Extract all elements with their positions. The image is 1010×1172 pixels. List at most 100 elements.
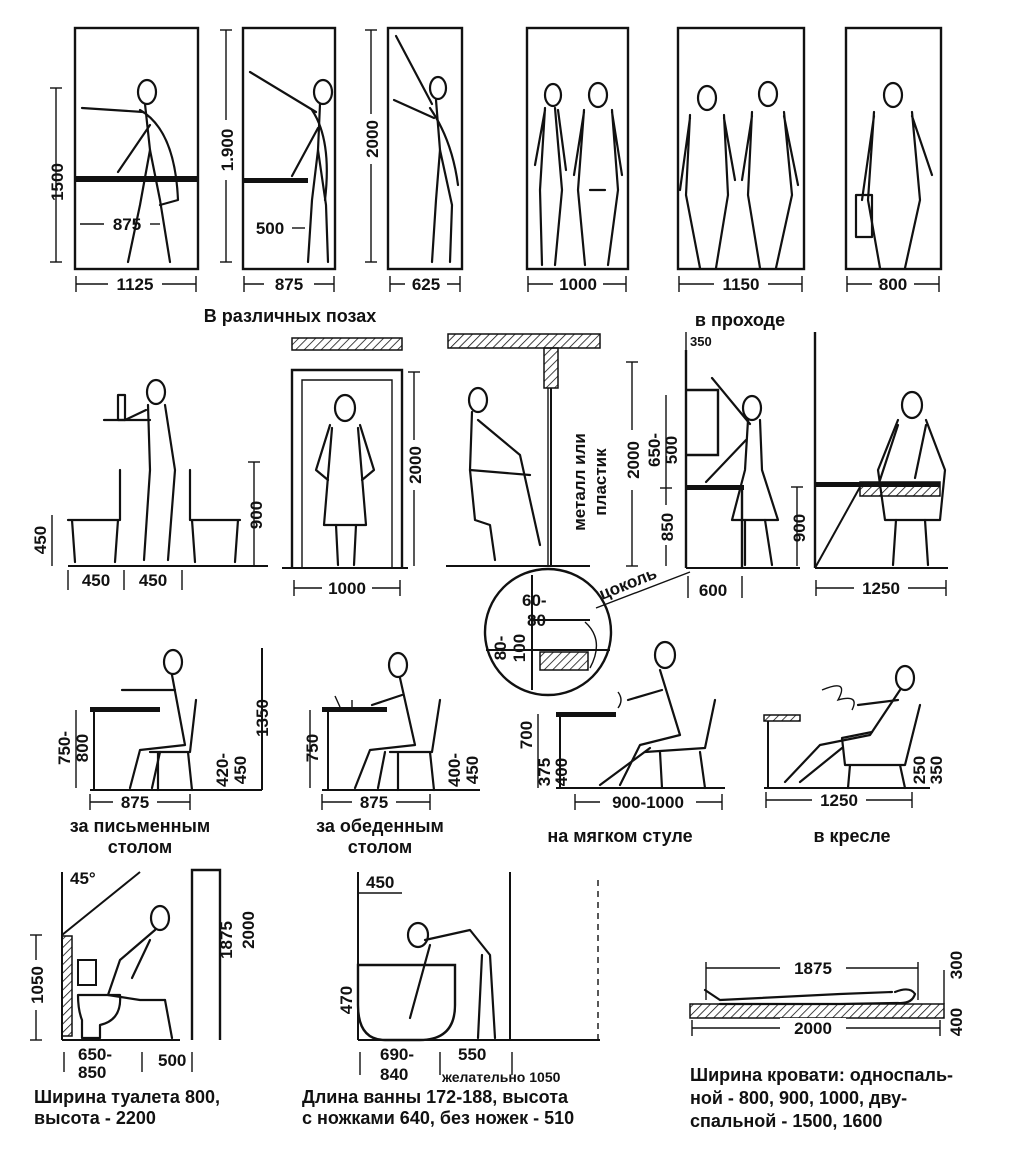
caption-poses: В различных позах: [204, 306, 377, 326]
dim-toilet-room-height: 2000: [239, 911, 258, 949]
panel-serving: 900 450 450 450: [31, 378, 268, 590]
dim-reach-front-height: 1500: [48, 163, 67, 201]
panel-passage-bag: 800: [844, 26, 943, 294]
dim-soft-chair-width: 900-1000: [612, 793, 684, 812]
figure-pair-standing: [533, 81, 624, 267]
plinth-top-line1: 60-: [522, 591, 547, 610]
dim-bath-top: 450: [366, 873, 394, 892]
bed-mattress: [689, 1003, 945, 1019]
dim-toilet-front: 500: [158, 1051, 186, 1070]
dim-bed-height: 400: [947, 1008, 966, 1036]
panel-dining: 750 400- 450 875 за обеденным столом: [303, 651, 482, 857]
figure-on-soft-chair: [598, 640, 682, 787]
panel-armchair: 250 350 1250 в кресле: [763, 664, 946, 846]
panel-doorway: 2000 1000: [282, 337, 425, 598]
dim-reach-high-depth: 500: [256, 219, 284, 238]
plinth-detail: 60- 80 80- 100 цоколь: [483, 563, 691, 697]
toilet-bowl: [76, 993, 122, 1040]
dim-reach-up-height: 2000: [363, 120, 382, 158]
dim-reach-front-width: 1125: [117, 275, 154, 294]
caption-armchair: в кресле: [813, 826, 890, 846]
note-bath-line2: с ножками 640, без ножек - 510: [302, 1108, 574, 1128]
caption-desk-line2: столом: [108, 837, 172, 857]
dim-reach-front-depth: 875: [113, 215, 141, 234]
dim-serving-right-width: 450: [139, 571, 167, 590]
dim-reach-up-width: 625: [412, 275, 440, 294]
figure-woman-bending: [467, 386, 542, 562]
figure-woman-in-doorway: [314, 393, 376, 567]
chair-dining: [388, 698, 442, 792]
caption-dining-line1: за обеденным: [316, 816, 444, 836]
dim-toilet-depth-line1: 650-: [78, 1045, 112, 1064]
panel-ironing: 900 1250: [790, 332, 948, 598]
panel-bath: 450 470 690- 840 550 желательно 1050 Дли…: [302, 872, 600, 1128]
dim-kitchen-height: 2000: [624, 441, 643, 479]
dim-kitchen-depth: 600: [699, 581, 727, 600]
figure-pair-walking: [678, 80, 800, 270]
chair-right: [188, 468, 242, 564]
soft-chair: [643, 698, 717, 790]
figure-seated-on-toilet: [106, 904, 174, 1040]
dim-bath-desired: желательно 1050: [441, 1069, 561, 1085]
dim-dining-width: 875: [360, 793, 388, 812]
figure-person-with-bag: [854, 81, 934, 270]
panel-reach-high: 1.900 500 875: [218, 26, 337, 294]
plinth-top-line2: 80: [527, 611, 546, 630]
figure-reaching-high: [248, 70, 334, 264]
dim-toilet-angle: 45°: [70, 869, 96, 888]
note-bath-line1: Длина ванны 172-188, высота: [302, 1087, 569, 1107]
dim-armchair-width: 1250: [820, 791, 858, 810]
plinth-label: цоколь: [596, 563, 659, 603]
dim-bath-front: 550: [458, 1045, 486, 1064]
note-toilet-line1: Ширина туалета 800,: [34, 1087, 220, 1107]
panel-reach-front: 1500 875 1125: [48, 26, 200, 294]
dim-dining-seat-line1: 400-: [445, 753, 464, 787]
panel-bed: 1875 300 2000 400 Ширина кровати: односп…: [689, 951, 966, 1131]
panel-kitchen: 350 2000 650- 500 850 600: [624, 332, 800, 600]
dim-soft-chair-table-height: 700: [517, 721, 536, 749]
dim-desk-seat-line1: 420-: [213, 753, 232, 787]
figure-reaching-up: [392, 34, 460, 264]
dim-soft-chair-seat-line2: 400: [552, 758, 571, 786]
dim-bed-total: 2000: [794, 1019, 832, 1038]
dim-ironing-height: 900: [790, 514, 809, 542]
dim-toilet-height: 1050: [28, 966, 47, 1004]
dim-armchair-seat-line2: 350: [927, 756, 946, 784]
panel-passage-wide: 1150: [676, 26, 806, 294]
dim-kitchen-upper-range-line1: 650-: [645, 433, 664, 467]
panel-handrail: металл или пластик: [446, 333, 610, 567]
panel-soft-chair: 700 375 400 900-1000 на мягком стуле: [517, 640, 725, 846]
dim-ironing-width: 1250: [862, 579, 900, 598]
dim-bed-length: 1875: [794, 959, 832, 978]
figure-woman-ironing: [876, 390, 947, 567]
plinth-side-line1: 80-: [491, 636, 510, 661]
dim-desk-total-height: 1350: [253, 699, 272, 737]
figure-reaching-forward: [80, 78, 180, 264]
dim-desk-table-height-line1: 750-: [55, 731, 74, 765]
note-bed-line2: ной - 800, 900, 1000, дву-: [690, 1088, 907, 1108]
panel-passage-two: 1000: [525, 26, 630, 294]
note-bed-line3: спальной - 1500, 1600: [690, 1111, 882, 1131]
dim-kitchen-top: 350: [690, 334, 712, 349]
plinth-side-line2: 100: [510, 634, 529, 662]
dim-toilet-min-height: 1875: [217, 921, 236, 959]
caption-desk-line1: за письменным: [70, 816, 211, 836]
caption-passage: в проходе: [695, 310, 785, 330]
dim-serving-height: 900: [247, 501, 266, 529]
dim-serving-seat-height: 450: [31, 526, 50, 554]
figure-bending-at-bath: [406, 921, 497, 1040]
dim-dining-table-height: 750: [303, 734, 322, 762]
chair-left: [66, 468, 122, 564]
caption-soft-chair: на мягком стуле: [547, 826, 692, 846]
dim-doorway-height: 2000: [406, 446, 425, 484]
note-bed-line1: Ширина кровати: односпаль-: [690, 1065, 953, 1085]
dim-passage-wide-width: 1150: [723, 275, 760, 294]
caption-dining-line2: столом: [348, 837, 412, 857]
dim-armchair-seat-line1: 250: [910, 756, 929, 784]
handrail-label-line2: пластик: [591, 448, 610, 516]
dim-bath-height: 470: [337, 986, 356, 1014]
dim-serving-left-width: 450: [82, 571, 110, 590]
dim-soft-chair-seat-line1: 375: [535, 758, 554, 786]
